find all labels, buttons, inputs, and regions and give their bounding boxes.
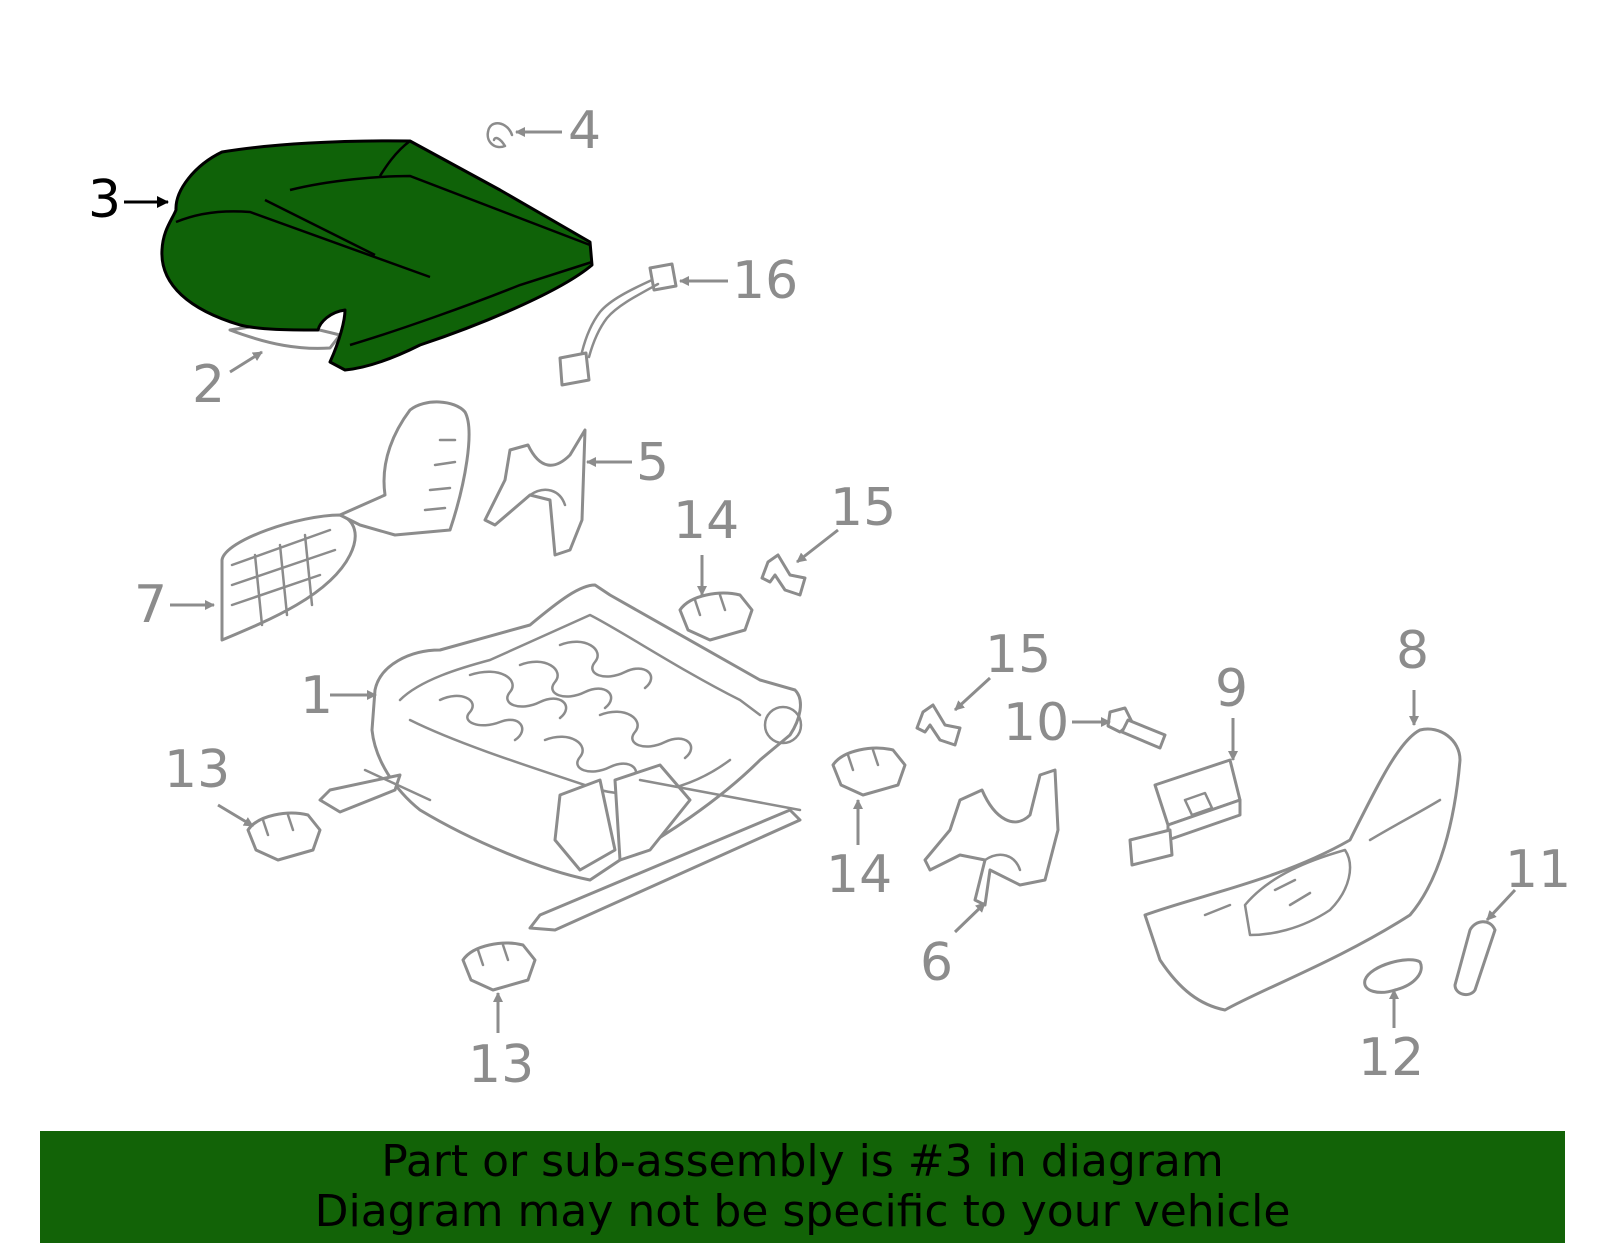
clip-15-upper — [760, 553, 807, 597]
callout-8: 8 — [1396, 621, 1429, 681]
callout-labels: 3 2 4 16 5 7 14 15 1 15 10 9 8 13 14 6 1… — [88, 101, 1571, 1095]
callout-3: 3 — [88, 170, 121, 230]
callout-2: 2 — [192, 355, 225, 415]
bracket-upper — [483, 428, 587, 557]
seat-cushion-cover — [160, 139, 594, 372]
seat-frame — [318, 583, 803, 932]
track-cover-14-upper — [678, 591, 754, 642]
callout-14-upper: 14 — [673, 491, 739, 551]
callout-10: 10 — [1003, 693, 1069, 753]
callout-15-lower: 15 — [985, 625, 1051, 685]
wire-harness — [558, 262, 678, 387]
banner-line-1: Part or sub-assembly is #3 in diagram — [381, 1136, 1224, 1187]
track-cover-14-lower — [831, 746, 907, 797]
callout-15-upper: 15 — [830, 478, 896, 538]
side-shield — [1143, 727, 1462, 1012]
callout-11: 11 — [1505, 840, 1571, 900]
callout-6: 6 — [920, 933, 953, 993]
bracket-lower — [923, 768, 1060, 907]
bolt — [1106, 706, 1167, 750]
info-banner: Part or sub-assembly is #3 in diagram Di… — [40, 1131, 1565, 1243]
callout-4: 4 — [568, 101, 601, 161]
track-cover-13-left — [246, 811, 322, 862]
callout-16: 16 — [732, 251, 798, 311]
callout-1: 1 — [300, 666, 333, 726]
hog-ring — [486, 122, 514, 149]
callout-13-bottom: 13 — [468, 1035, 534, 1095]
callout-5: 5 — [636, 433, 669, 493]
banner-line-2: Diagram may not be specific to your vehi… — [314, 1186, 1291, 1237]
callout-12: 12 — [1358, 1028, 1424, 1088]
leader-arrows — [124, 127, 1517, 1033]
callout-13-left: 13 — [164, 740, 230, 800]
callout-7: 7 — [134, 575, 167, 635]
clip-15-lower — [915, 703, 962, 747]
track-cover-13-bottom — [461, 941, 537, 992]
switch — [1128, 758, 1242, 867]
callout-14-lower: 14 — [826, 845, 892, 905]
side-panel — [220, 400, 471, 642]
knob-12 — [1363, 958, 1423, 994]
callout-9: 9 — [1215, 659, 1248, 719]
knob-11 — [1453, 920, 1497, 997]
